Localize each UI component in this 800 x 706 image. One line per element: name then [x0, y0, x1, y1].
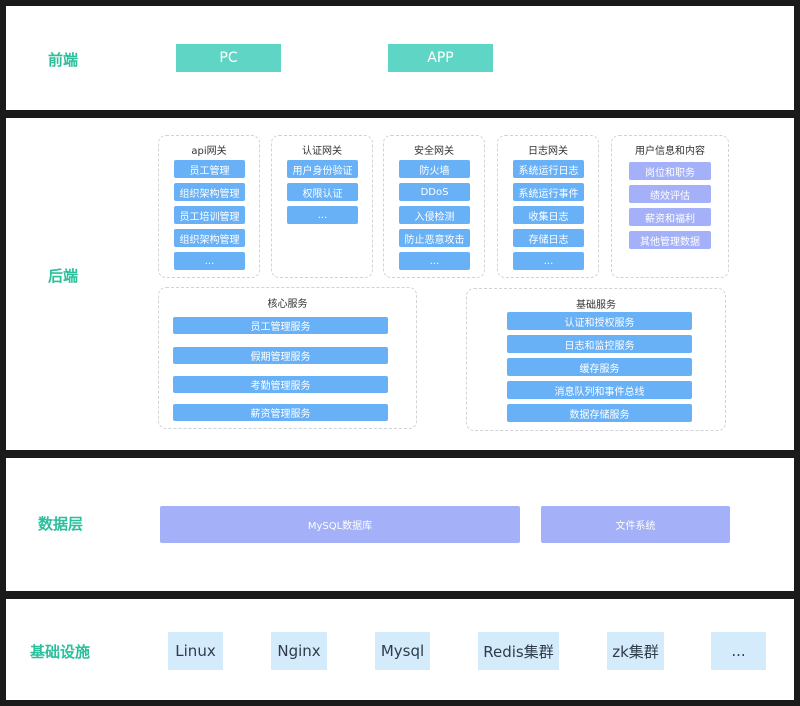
base-service-item: 缓存服务: [507, 358, 692, 376]
base-service-item: 认证和授权服务: [507, 312, 692, 330]
base-services-title: 基础服务: [576, 300, 616, 311]
file-system: 文件系统: [541, 506, 730, 543]
log-gateway-title: 日志网关: [528, 146, 568, 157]
core-service-item: 员工管理服务: [173, 317, 388, 334]
gateway-item: 存储日志: [513, 229, 584, 247]
base-services-group: 基础服务 认证和授权服务 日志和监控服务 缓存服务 消息队列和事件总线 数据存储…: [466, 288, 726, 431]
user-info-item: 其他管理数据: [629, 231, 711, 249]
log-gateway-group: 日志网关 系统运行日志 系统运行事件 收集日志 存储日志 ...: [497, 135, 599, 278]
infra-label: 基础设施: [30, 643, 91, 661]
data-layer-label: 数据层: [38, 515, 84, 533]
gateway-item: ...: [513, 252, 584, 270]
gateway-item: 防火墙: [399, 160, 470, 178]
base-service-item: 数据存储服务: [507, 404, 692, 422]
gateway-item: 系统运行事件: [513, 183, 584, 201]
app-node: APP: [388, 44, 493, 72]
gateway-item: 组织架构管理: [174, 183, 245, 201]
user-info-item: 薪资和福利: [629, 208, 711, 226]
gateway-item: 系统运行日志: [513, 160, 584, 178]
backend-label: 后端: [48, 267, 79, 285]
gateway-item: 员工管理: [174, 160, 245, 178]
infra-more: ...: [711, 632, 766, 670]
infra-linux: Linux: [168, 632, 223, 670]
infra-redis-cluster: Redis集群: [478, 632, 559, 670]
infra-nginx: Nginx: [271, 632, 327, 670]
gateway-item: ...: [287, 206, 358, 224]
gateway-item: 用户身份验证: [287, 160, 358, 178]
api-gateway-title: api网关: [191, 146, 227, 157]
base-service-item: 消息队列和事件总线: [507, 381, 692, 399]
auth-gateway-group: 认证网关 用户身份验证 权限认证 ...: [271, 135, 373, 278]
gateway-item: DDoS: [399, 183, 470, 201]
infra-zk-cluster: zk集群: [607, 632, 664, 670]
core-service-item: 考勤管理服务: [173, 376, 388, 393]
gateway-item: 组织架构管理: [174, 229, 245, 247]
data-layer: 数据层 MySQL数据库 文件系统: [6, 458, 794, 591]
mysql-database: MySQL数据库: [160, 506, 520, 543]
core-service-item: 薪资管理服务: [173, 404, 388, 421]
gateway-item: ...: [174, 252, 245, 270]
user-info-item: 绩效评估: [629, 185, 711, 203]
security-gateway-group: 安全网关 防火墙 DDoS 入侵检测 防止恶意攻击 ...: [383, 135, 485, 278]
core-service-item: 假期管理服务: [173, 347, 388, 364]
pc-node: PC: [176, 44, 281, 72]
infra-mysql: Mysql: [375, 632, 430, 670]
security-gateway-title: 安全网关: [414, 146, 454, 157]
user-info-item: 岗位和职务: [629, 162, 711, 180]
gateway-item: 入侵检测: [399, 206, 470, 224]
gateway-item: 员工培训管理: [174, 206, 245, 224]
gateway-item: 收集日志: [513, 206, 584, 224]
core-services-title: 核心服务: [267, 299, 308, 310]
gateway-item: 权限认证: [287, 183, 358, 201]
gateway-item: 防止恶意攻击: [399, 229, 470, 247]
backend-layer: 后端 api网关 员工管理 组织架构管理 员工培训管理 组织架构管理 ... 认…: [6, 118, 794, 450]
core-services-group: 核心服务 员工管理服务 假期管理服务 考勤管理服务 薪资管理服务: [158, 287, 417, 429]
gateway-item: ...: [399, 252, 470, 270]
user-info-title: 用户信息和内容: [635, 146, 705, 157]
user-info-group: 用户信息和内容 岗位和职务 绩效评估 薪资和福利 其他管理数据: [611, 135, 729, 278]
base-service-item: 日志和监控服务: [507, 335, 692, 353]
auth-gateway-title: 认证网关: [302, 146, 342, 157]
frontend-layer: 前端 PC APP: [6, 6, 794, 110]
api-gateway-group: api网关 员工管理 组织架构管理 员工培训管理 组织架构管理 ...: [158, 135, 260, 278]
frontend-label: 前端: [48, 51, 79, 69]
